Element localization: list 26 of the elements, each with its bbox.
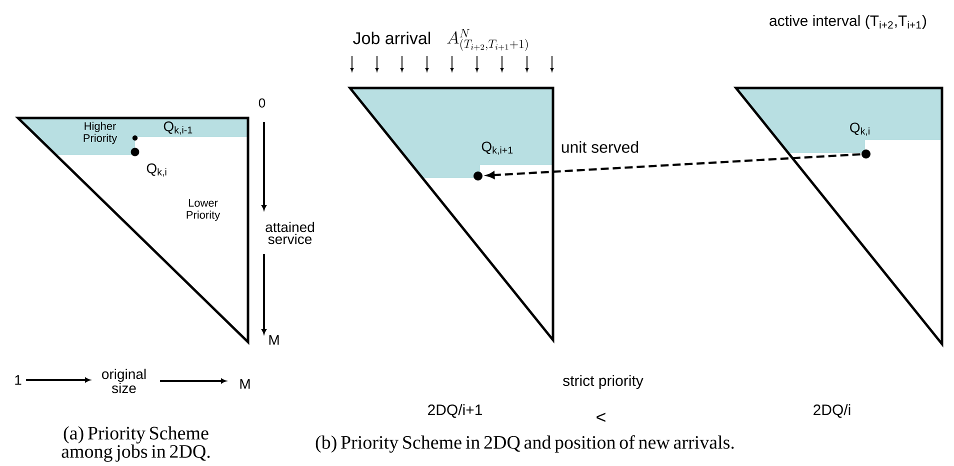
dot (862, 150, 870, 158)
text-label: Job arrival (353, 32, 430, 44)
point-label: Q$_{k,i}$ (850, 122, 870, 136)
point-label: Q$_{k,i-1}$ (164, 121, 192, 135)
text-label: strict priority (563, 375, 644, 389)
text-label: M (240, 379, 250, 389)
point-label: Q$_{k,i}$ (146, 163, 166, 177)
text-label: M (269, 335, 279, 345)
text-label: attained service (266, 222, 314, 244)
dot (130, 148, 140, 156)
arrow (486, 153, 860, 179)
text-label: 0 (258, 98, 266, 108)
text-label: original size (102, 368, 146, 394)
text-label: 1 (15, 375, 22, 385)
caption: (b) Priority Scheme in 2DQ and position of new arrivals. (316, 435, 734, 453)
text-label: active interval (T$_{i+2}$,T$_{i+1}$) (770, 15, 926, 29)
point-label: Q$_{k,i+1}$ (482, 142, 513, 155)
formula: $A^{N}_{(T_{i+2},T_{i+1}+1)}$ (447, 29, 528, 51)
text-label: 2DQ/i (814, 404, 850, 418)
text-label: < (596, 412, 606, 422)
dot (474, 172, 482, 180)
text-label: Higher Priority (84, 122, 118, 144)
edge-label: unit served (560, 140, 640, 154)
text-label: 2DQ/i+1 (428, 404, 482, 418)
caption: (a) Priority Scheme among jobs in 2DQ. (62, 426, 210, 462)
text-label: Lower Priority (186, 199, 220, 221)
